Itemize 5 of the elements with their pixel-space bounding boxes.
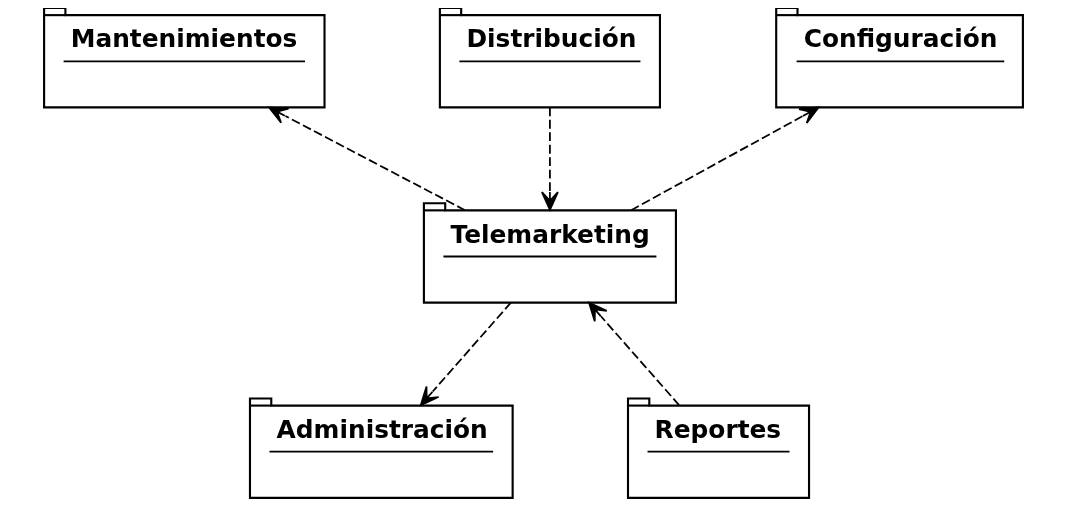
arrow bbox=[419, 301, 512, 406]
arrow bbox=[587, 301, 680, 406]
arrow bbox=[540, 106, 559, 211]
arrow bbox=[267, 106, 466, 212]
arrow bbox=[629, 106, 819, 212]
